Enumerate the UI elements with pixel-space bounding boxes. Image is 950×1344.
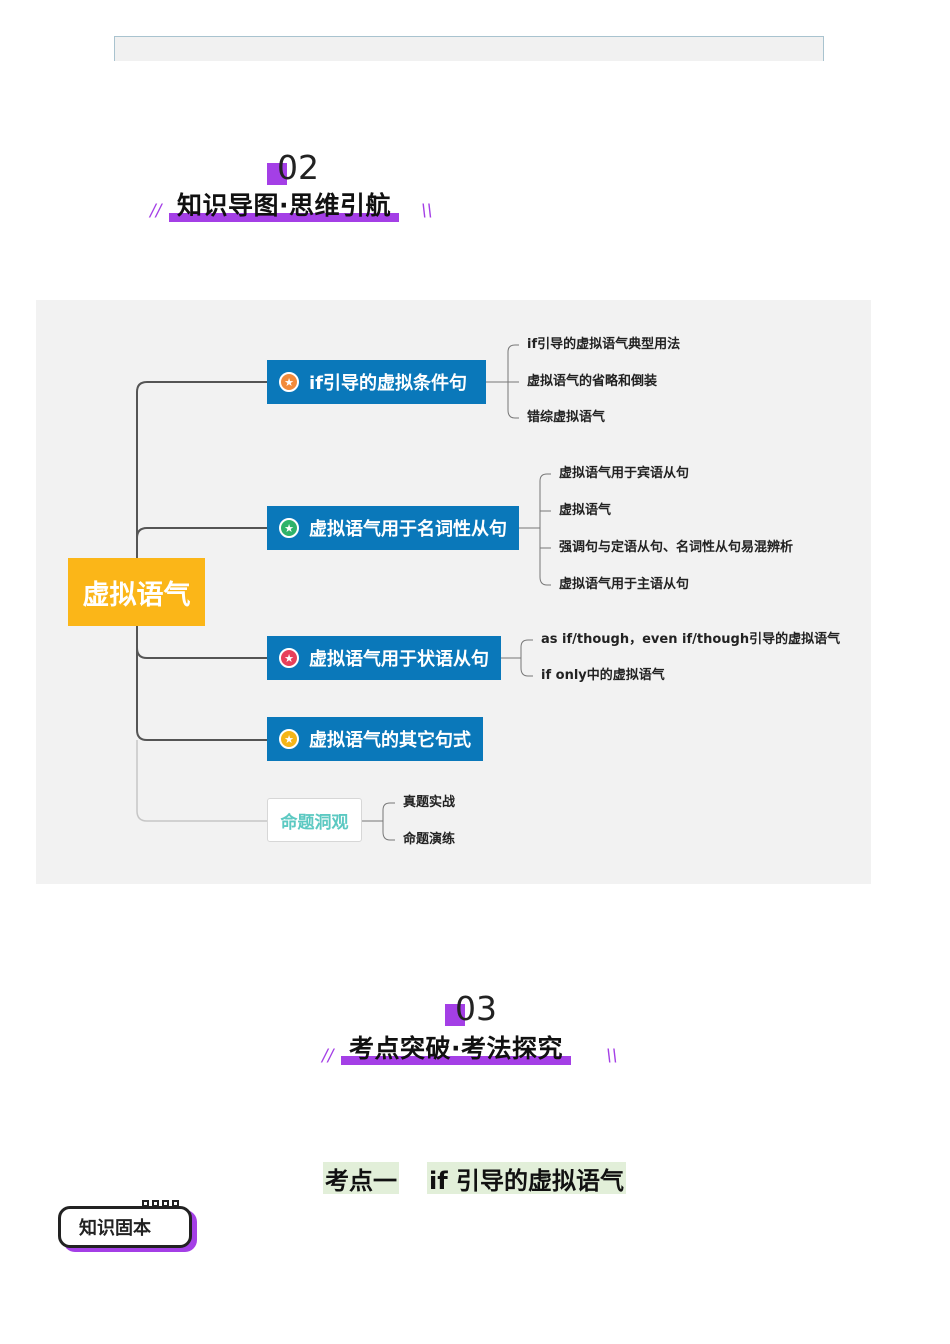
mindmap-root-node: 虚拟语气 (68, 558, 205, 626)
star-icon: ★ (279, 518, 299, 538)
kaodian-prefix: 考点一 (323, 1162, 399, 1195)
title-slash-left: // (322, 1046, 334, 1066)
kaodian-title: if 引导的虚拟语气 (427, 1162, 627, 1195)
star-icon: ★ (279, 729, 299, 749)
top-header-box (114, 36, 824, 61)
section-3-number: 03 (445, 992, 497, 1026)
knowledge-badge: 知识固本 (58, 1200, 192, 1248)
section-2-title: 知识导图·思维引航 (169, 193, 399, 222)
leaf-node: 真题实战 (403, 795, 456, 810)
leaf-node: 错综虚拟语气 (527, 410, 606, 425)
branch-noun-clause: ★ 虚拟语气用于名词性从句 (267, 506, 519, 550)
branch-adverbial-clause: ★ 虚拟语气用于状语从句 (267, 636, 501, 680)
leaf-node: if only中的虚拟语气 (541, 668, 665, 683)
leaf-node: 虚拟语气 (559, 503, 612, 518)
title-slash-left: // (150, 201, 162, 221)
leaf-node: 虚拟语气的省略和倒装 (527, 374, 658, 389)
title-slash-right: \\ (421, 201, 433, 221)
title-slash-right: \\ (606, 1046, 618, 1066)
leaf-node: 虚拟语气用于宾语从句 (559, 466, 690, 481)
star-icon: ★ (279, 372, 299, 392)
kaodian-heading: 考点一 if 引导的虚拟语气 (323, 1162, 627, 1195)
leaf-node: 命题演练 (403, 832, 456, 847)
branch-other-patterns: ★ 虚拟语气的其它句式 (267, 717, 483, 761)
section-3-title: 考点突破·考法探究 (341, 1036, 571, 1065)
leaf-node: if引导的虚拟语气典型用法 (527, 337, 681, 352)
exam-insight-node: 命题洞观 (267, 798, 362, 842)
leaf-node: 强调句与定语从句、名词性从句易混辨析 (559, 540, 794, 555)
star-icon: ★ (279, 648, 299, 668)
leaf-node: as if/though，even if/though引导的虚拟语气 (541, 632, 841, 647)
leaf-node: 虚拟语气用于主语从句 (559, 577, 690, 592)
branch-if-conditional: ★ if引导的虚拟条件句 (267, 360, 486, 404)
badge-rings-icon (142, 1200, 179, 1207)
